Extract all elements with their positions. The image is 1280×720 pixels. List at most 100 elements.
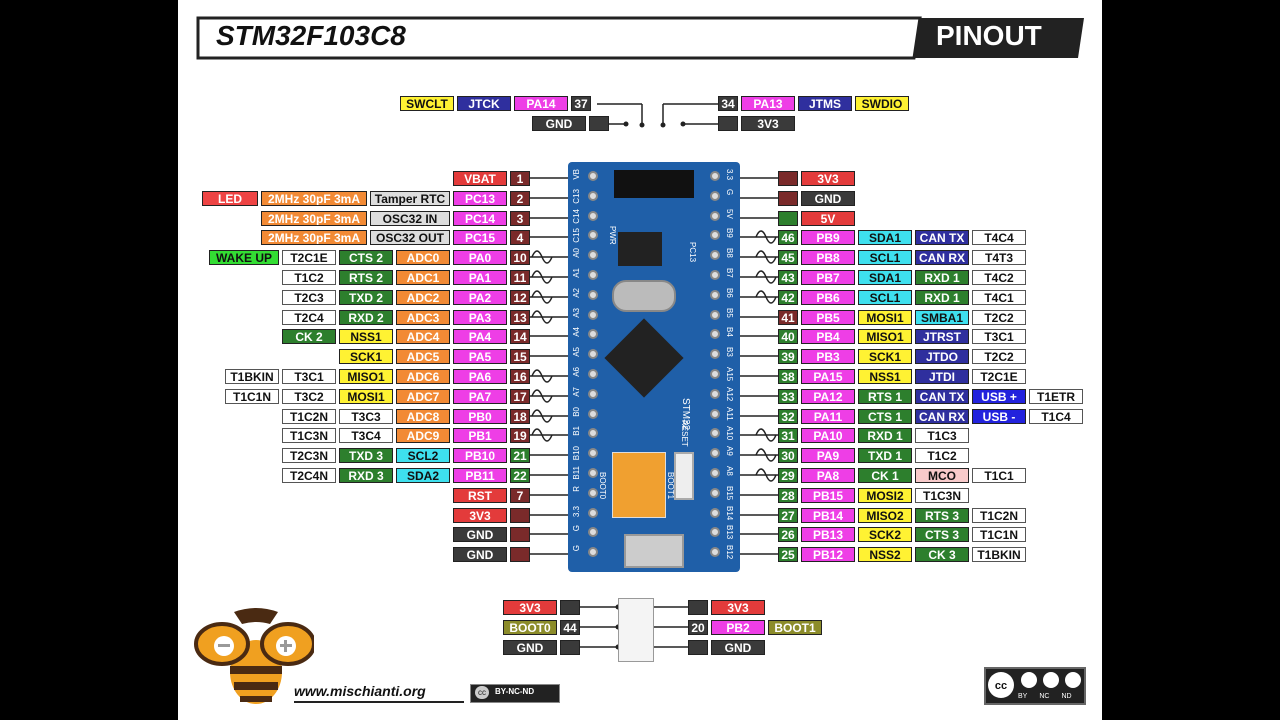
header-pin-hole — [588, 448, 598, 459]
boot-header-grid — [618, 598, 654, 662]
website-url: www.mischianti.org — [294, 683, 426, 699]
pin-label-cts-1: CTS 1 — [858, 409, 912, 424]
pin-label-t2c1e: T2C1E — [972, 369, 1026, 384]
header-pin-hole — [588, 369, 598, 379]
silk-label-left: 3.3 — [572, 505, 581, 517]
pin-label-pa8: PA8 — [801, 468, 855, 483]
pin-label-blank — [560, 600, 580, 615]
pin-label-2mhz-30pf-3ma: 2MHz 30pF 3mA — [261, 191, 367, 206]
silk-label-left: B11 — [572, 466, 581, 480]
pin-label-t1c3: T1C3 — [915, 428, 969, 443]
pin-label-boot1: BOOT1 — [768, 620, 822, 635]
header-pin-hole — [588, 547, 598, 558]
silk-label-left: B1 — [572, 426, 581, 437]
pin-label-blank — [688, 600, 708, 615]
pin-label-adc5: ADC5 — [396, 349, 450, 364]
pin-label-pa5: PA5 — [453, 349, 507, 364]
pin-label-pb7: PB7 — [801, 270, 855, 285]
pin-label-41: 41 — [778, 310, 798, 325]
mcu-chip — [604, 318, 684, 398]
pin-label-pa4: PA4 — [453, 329, 507, 344]
header-pin-hole — [710, 309, 720, 320]
header-pin-hole — [710, 171, 720, 181]
header-pin-hole — [588, 428, 598, 439]
header-pin-hole — [710, 289, 720, 300]
pin-label-43: 43 — [778, 270, 798, 285]
pin-label-gnd: GND — [453, 547, 507, 562]
pin-label-blank — [778, 211, 798, 226]
pin-label-osc32-in: OSC32 IN — [370, 211, 450, 226]
cc-icons: cc — [988, 672, 1081, 698]
silk-label-left: B0 — [572, 406, 581, 417]
pin-label-can-tx: CAN TX — [915, 230, 969, 245]
pin-label-t4c4: T4C4 — [972, 230, 1026, 245]
silk-label-right: B12 — [725, 545, 734, 560]
pin-label-t3c4: T3C4 — [339, 428, 393, 443]
pin-label-pb15: PB15 — [801, 488, 855, 503]
pin-label-pa13: PA13 — [741, 96, 795, 111]
header-pin-hole — [710, 388, 720, 399]
cc-by-label: BY — [1018, 693, 1028, 700]
pin-label-pb0: PB0 — [453, 409, 507, 424]
pin-label-2: 2 — [510, 191, 530, 206]
pin-label-sda1: SDA1 — [858, 230, 912, 245]
silk-label-right: A8 — [725, 466, 734, 476]
pinout-badge: PINOUT — [936, 20, 1042, 51]
pwm-wave-icon — [755, 270, 777, 284]
pin-label-pb4: PB4 — [801, 329, 855, 344]
pin-label-vbat: VBAT — [453, 171, 507, 186]
micro-usb-port — [624, 534, 684, 568]
reset-button — [674, 452, 694, 500]
silk-label-left: A2 — [572, 287, 581, 298]
pin-label-swclt: SWCLT — [400, 96, 454, 111]
pin-label-pb8: PB8 — [801, 250, 855, 265]
silk-label-left: A3 — [572, 307, 581, 318]
silk-label-right: B15 — [725, 485, 734, 501]
header-pin-hole — [710, 349, 720, 360]
pin-label-t1c2: T1C2 — [282, 270, 336, 285]
silk-label-right: 3.3 — [725, 169, 734, 181]
pin-label-3v3: 3V3 — [453, 508, 507, 523]
header-pin-hole — [588, 487, 598, 498]
silk-label-right: A10 — [725, 426, 734, 441]
pin-label-t3c1: T3C1 — [282, 369, 336, 384]
header-pin-hole — [710, 270, 720, 280]
pin-label-pa10: PA10 — [801, 428, 855, 443]
header-pin-hole — [588, 171, 598, 181]
pin-label-ck-3: CK 3 — [915, 547, 969, 562]
pin-label-pa11: PA11 — [801, 409, 855, 424]
pin-label-t1c2: T1C2 — [915, 448, 969, 463]
pin-label-can-rx: CAN RX — [915, 250, 969, 265]
pin-label-39: 39 — [778, 349, 798, 364]
pin-label-smba1: SMBA1 — [915, 310, 969, 325]
pin-label-3v3: 3V3 — [503, 600, 557, 615]
pin-label-pa6: PA6 — [453, 369, 507, 384]
pwm-wave-icon — [755, 448, 777, 462]
pin-label-t3c3: T3C3 — [339, 409, 393, 424]
pin-label-usb: USB + — [972, 389, 1026, 404]
pin-label-27: 27 — [778, 508, 798, 523]
voltage-regulator — [618, 232, 662, 266]
pwm-wave-icon — [531, 290, 553, 304]
website-link[interactable]: www.mischianti.org — [294, 683, 464, 703]
pin-label-rts-3: RTS 3 — [915, 508, 969, 523]
pin-label-t1bkin: T1BKIN — [972, 547, 1026, 562]
silk-label-left: B10 — [572, 446, 581, 461]
pin-label-t1c1: T1C1 — [972, 468, 1026, 483]
header-pin-hole — [588, 329, 598, 340]
pin-label-adc2: ADC2 — [396, 290, 450, 305]
pin-label-jtrst: JTRST — [915, 329, 969, 344]
pin-label-mosi2: MOSI2 — [858, 488, 912, 503]
pin-label-blank — [510, 527, 530, 542]
pin-label-pa15: PA15 — [801, 369, 855, 384]
cc-nc-label: NC — [1039, 693, 1050, 700]
pwm-wave-icon — [755, 428, 777, 442]
pin-label-gnd: GND — [801, 191, 855, 206]
pin-label-t2c3: T2C3 — [282, 290, 336, 305]
pin-label-t3c1: T3C1 — [972, 329, 1026, 344]
pin-label-t2c4n: T2C4N — [282, 468, 336, 483]
wire-end-dot — [660, 122, 666, 128]
pin-label-osc32-out: OSC32 OUT — [370, 230, 450, 245]
cc-nd-label: ND — [1061, 693, 1072, 700]
